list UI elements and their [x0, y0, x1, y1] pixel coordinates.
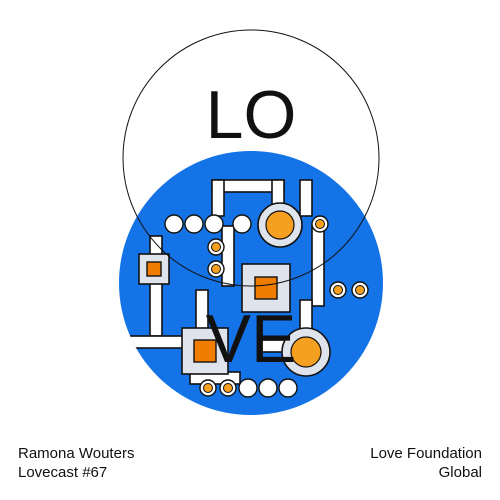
pad-large-top [257, 202, 303, 248]
chip-lower [181, 327, 229, 375]
chip-left [138, 253, 170, 285]
label-name-line2: Global [438, 464, 482, 481]
pad-large-bottom [281, 327, 331, 377]
cover-artwork: LO VE [119, 29, 383, 415]
artist-caption: Ramona Wouters Lovecast #67 [18, 444, 134, 482]
chip-center [241, 263, 291, 313]
artist-name: Ramona Wouters [18, 445, 135, 462]
word-top: LO [206, 77, 297, 153]
label-name-line1: Love Foundation [370, 445, 482, 462]
label-caption: Love Foundation Global [370, 444, 482, 482]
orange-dots [199, 215, 369, 397]
word-bottom: VE [206, 301, 297, 377]
white-dots [164, 214, 298, 398]
episode-title: Lovecast #67 [18, 464, 108, 481]
outline-circle [122, 29, 380, 287]
